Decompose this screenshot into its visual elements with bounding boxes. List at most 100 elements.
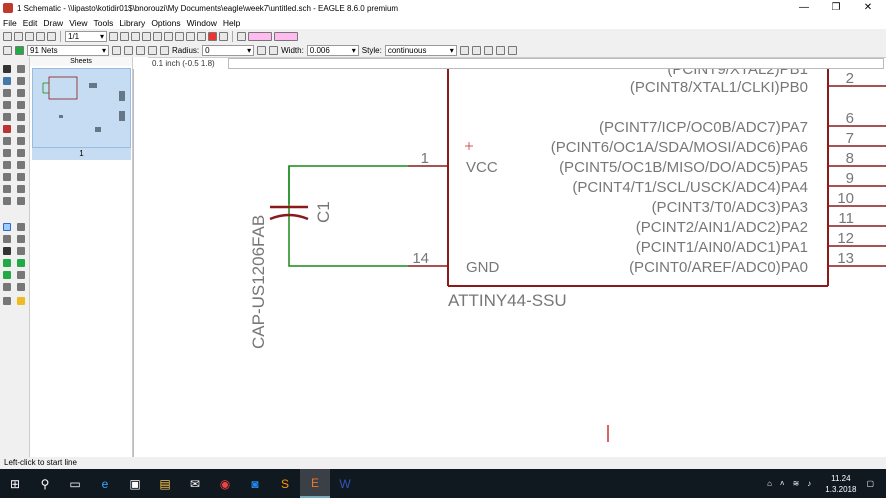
minimize-button[interactable]: — bbox=[799, 2, 809, 13]
mail-icon[interactable]: ✉ bbox=[189, 476, 201, 491]
junction-tool-icon[interactable] bbox=[3, 271, 11, 279]
bus-tool-icon[interactable] bbox=[3, 259, 11, 267]
outlook-icon[interactable]: ◙ bbox=[251, 476, 259, 491]
split-icon[interactable] bbox=[3, 173, 11, 181]
schematic-canvas[interactable]: 1 14 VCC GND (PCINT9/XTAL2)PB1(PCINT8/XT… bbox=[133, 69, 886, 457]
smash-icon[interactable] bbox=[3, 161, 11, 169]
zoom-out-icon[interactable] bbox=[153, 31, 162, 41]
sheet-number[interactable]: 1 bbox=[32, 148, 131, 160]
people-icon[interactable]: ⌂ bbox=[767, 479, 772, 488]
pin-swap-icon[interactable] bbox=[17, 185, 25, 193]
wifi-icon[interactable]: ≋ bbox=[792, 479, 800, 488]
polygon-tool-icon[interactable] bbox=[17, 247, 25, 255]
cam-icon[interactable] bbox=[36, 31, 45, 41]
invoke-icon[interactable] bbox=[17, 173, 25, 181]
menu-options[interactable]: Options bbox=[151, 17, 181, 28]
replace-icon[interactable] bbox=[17, 137, 25, 145]
store-icon[interactable]: ▣ bbox=[129, 476, 141, 491]
wire-bend-icon[interactable] bbox=[124, 45, 133, 55]
volume-icon[interactable]: ♪ bbox=[807, 479, 812, 488]
chevron-up-icon[interactable]: ˄ bbox=[779, 479, 785, 488]
menu-draw[interactable]: Draw bbox=[43, 17, 64, 28]
erc-icon[interactable] bbox=[3, 297, 11, 305]
group-icon[interactable] bbox=[3, 113, 11, 121]
schematic-drawing[interactable]: 1 14 VCC GND (PCINT9/XTAL2)PB1(PCINT8/XT… bbox=[134, 69, 886, 457]
help-icon[interactable] bbox=[237, 31, 246, 41]
rect-tool-icon[interactable] bbox=[3, 247, 11, 255]
miter-icon[interactable] bbox=[269, 45, 279, 55]
menu-tools[interactable]: Tools bbox=[93, 17, 114, 28]
eagle-icon[interactable]: E bbox=[300, 469, 330, 498]
chrome-icon[interactable]: ◉ bbox=[219, 476, 231, 491]
menu-help[interactable]: Help bbox=[222, 17, 241, 28]
net-class-icon[interactable] bbox=[495, 45, 505, 55]
zoom-in-icon[interactable] bbox=[142, 31, 151, 41]
wire-bend-icon[interactable] bbox=[136, 45, 145, 55]
delete-icon[interactable] bbox=[3, 125, 11, 133]
paste-icon[interactable] bbox=[17, 125, 25, 133]
zoom-select-icon[interactable] bbox=[164, 31, 173, 41]
copy-icon[interactable] bbox=[17, 89, 25, 97]
zoom-fit-icon[interactable] bbox=[131, 31, 140, 41]
menu-window[interactable]: Window bbox=[186, 17, 217, 28]
arc-tool-icon[interactable] bbox=[17, 235, 25, 243]
files-icon[interactable]: ▤ bbox=[159, 476, 171, 491]
stop-icon[interactable] bbox=[208, 31, 217, 41]
wire-bend-icon[interactable] bbox=[160, 45, 169, 55]
net-wire[interactable] bbox=[288, 165, 408, 267]
attribute-icon[interactable] bbox=[17, 197, 25, 205]
optimize-icon[interactable] bbox=[3, 197, 11, 205]
go-icon[interactable] bbox=[219, 31, 228, 41]
miter-tool-icon[interactable] bbox=[17, 161, 25, 169]
settings-gear-icon[interactable] bbox=[507, 45, 517, 55]
label-tool-icon[interactable] bbox=[17, 271, 25, 279]
menu-library[interactable]: Library bbox=[119, 17, 146, 28]
clock[interactable]: 11.24 1.3.2018 bbox=[825, 473, 856, 495]
net-tool-icon[interactable] bbox=[17, 259, 25, 267]
wire-bend-icon[interactable] bbox=[148, 45, 157, 55]
menu-view[interactable]: View bbox=[69, 17, 88, 28]
add-icon[interactable] bbox=[3, 137, 11, 145]
move-icon[interactable] bbox=[3, 89, 11, 97]
board-icon[interactable] bbox=[47, 31, 56, 41]
word-icon[interactable]: W bbox=[339, 476, 351, 491]
print-icon[interactable] bbox=[25, 31, 34, 41]
design-link-icon[interactable] bbox=[248, 31, 272, 41]
save-icon[interactable] bbox=[14, 31, 23, 41]
menu-edit[interactable]: Edit bbox=[22, 17, 38, 28]
net-class-icon[interactable] bbox=[471, 45, 481, 55]
start-icon[interactable]: ⊞ bbox=[9, 476, 21, 491]
layer-color-icon[interactable] bbox=[15, 45, 24, 55]
frame-tool-icon[interactable] bbox=[3, 283, 11, 291]
redo-icon[interactable] bbox=[197, 31, 206, 41]
change-icon[interactable] bbox=[17, 113, 25, 121]
close-button[interactable]: ✕ bbox=[863, 2, 873, 13]
mark-icon[interactable] bbox=[17, 77, 25, 85]
maximize-button[interactable]: ❐ bbox=[831, 2, 841, 13]
fusion-sync-icon[interactable] bbox=[274, 31, 298, 41]
wire-bend-icon[interactable] bbox=[112, 45, 121, 55]
display-icon[interactable] bbox=[3, 77, 11, 85]
radius-input[interactable]: 0▾ bbox=[202, 44, 255, 56]
text-tool-icon[interactable] bbox=[17, 223, 25, 231]
layer-select[interactable]: 91 Nets▾ bbox=[27, 44, 109, 56]
sublime-icon[interactable]: S bbox=[280, 476, 289, 491]
edge-icon[interactable]: e bbox=[101, 476, 109, 491]
menu-file[interactable]: File bbox=[3, 17, 17, 28]
gate-swap-icon[interactable] bbox=[3, 185, 11, 193]
sheet-select[interactable]: 1/1▾ bbox=[65, 30, 107, 42]
redraw-icon[interactable] bbox=[175, 31, 184, 41]
rotate-icon[interactable] bbox=[3, 101, 11, 109]
errors-icon[interactable] bbox=[17, 297, 25, 305]
width-input[interactable]: 0.006▾ bbox=[306, 44, 359, 56]
script-icon[interactable] bbox=[109, 31, 118, 41]
grid-icon[interactable] bbox=[3, 45, 12, 55]
style-select[interactable]: continuous▾ bbox=[384, 44, 457, 56]
sheet-thumbnail[interactable] bbox=[32, 68, 131, 148]
net-class-icon[interactable] bbox=[483, 45, 493, 55]
open-icon[interactable] bbox=[3, 31, 12, 41]
search-icon[interactable]: ⚲ bbox=[40, 476, 50, 491]
notification-icon[interactable]: ▢ bbox=[866, 479, 874, 488]
value-icon[interactable] bbox=[17, 149, 25, 157]
info-icon[interactable] bbox=[3, 65, 11, 73]
